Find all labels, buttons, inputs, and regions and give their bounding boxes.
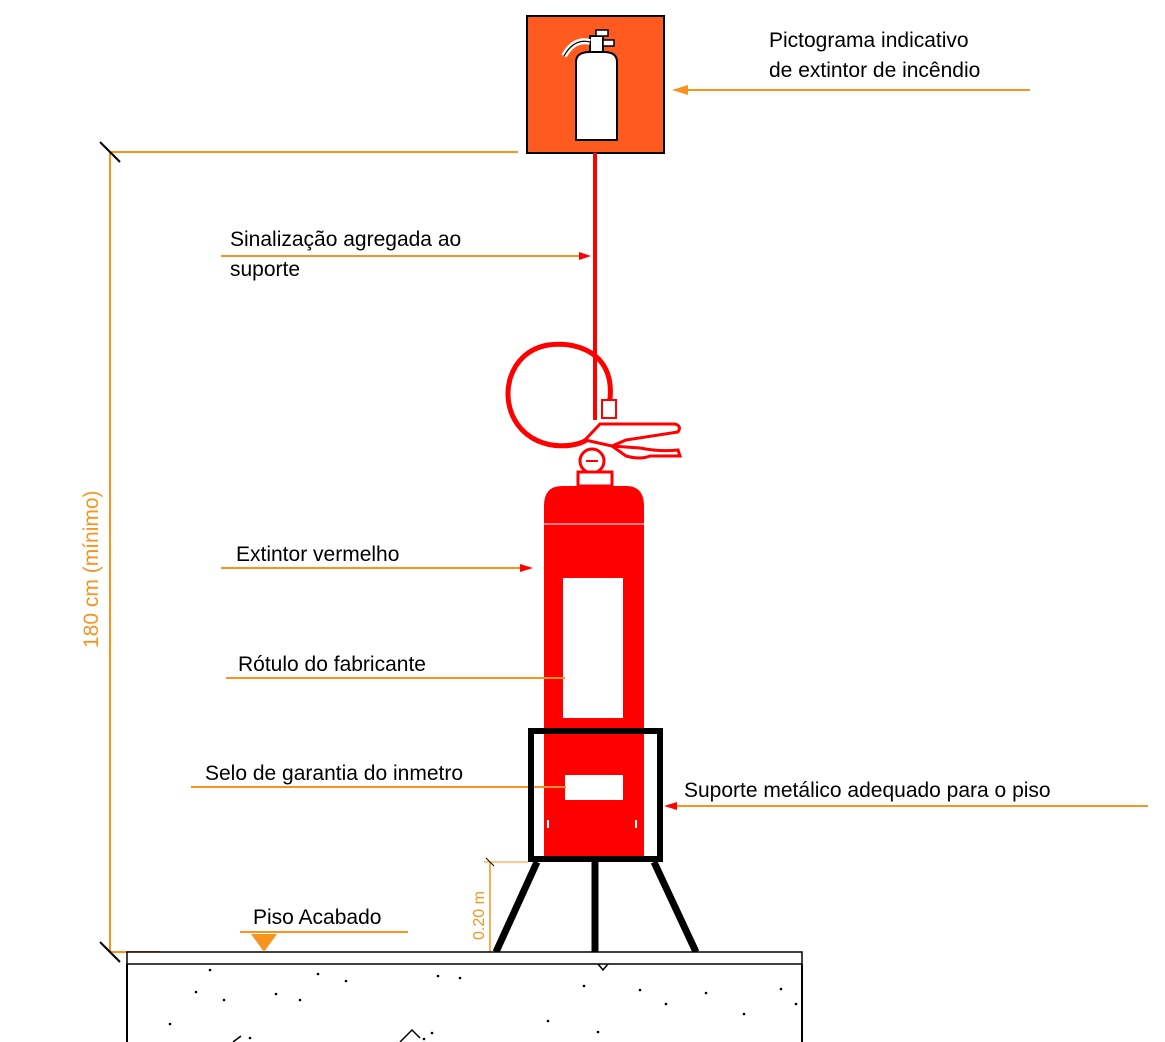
fire-extinguisher <box>505 341 683 858</box>
clearance-label: 0.20 m <box>471 891 488 940</box>
pictogram-label-line1: Pictograma indicativo <box>769 29 969 52</box>
fire-extinguisher-icon <box>561 29 618 141</box>
metal-support <box>492 728 700 954</box>
level-triangle-icon <box>251 934 277 952</box>
signage-leader <box>221 252 591 260</box>
pictogram-sign <box>526 15 665 154</box>
manufacturer-label: Rótulo do fabricante <box>238 653 426 676</box>
support-label: Suporte metálico adequado para o piso <box>684 779 1051 802</box>
signage-label-line1: Sinalização agregada ao <box>230 228 461 251</box>
finished-floor-label: Piso Acabado <box>253 906 381 929</box>
inmetro-label: Selo de garantia do inmetro <box>205 762 463 785</box>
extinguisher-label: Extintor vermelho <box>236 543 399 566</box>
support-leader <box>664 802 1148 810</box>
pictogram-label-line2: de extintor de incêndio <box>769 59 980 82</box>
clearance-dimension <box>484 857 528 952</box>
inmetro-seal-area <box>565 775 623 800</box>
manufacturer-label-area <box>563 578 623 718</box>
finished-floor-slab <box>126 951 803 1042</box>
height-dimension-label: 180 cm (mínimo) <box>80 490 103 648</box>
extinguisher-leader <box>221 564 533 572</box>
signage-label-line2: suporte <box>230 258 300 281</box>
pictogram-leader <box>672 85 1030 95</box>
